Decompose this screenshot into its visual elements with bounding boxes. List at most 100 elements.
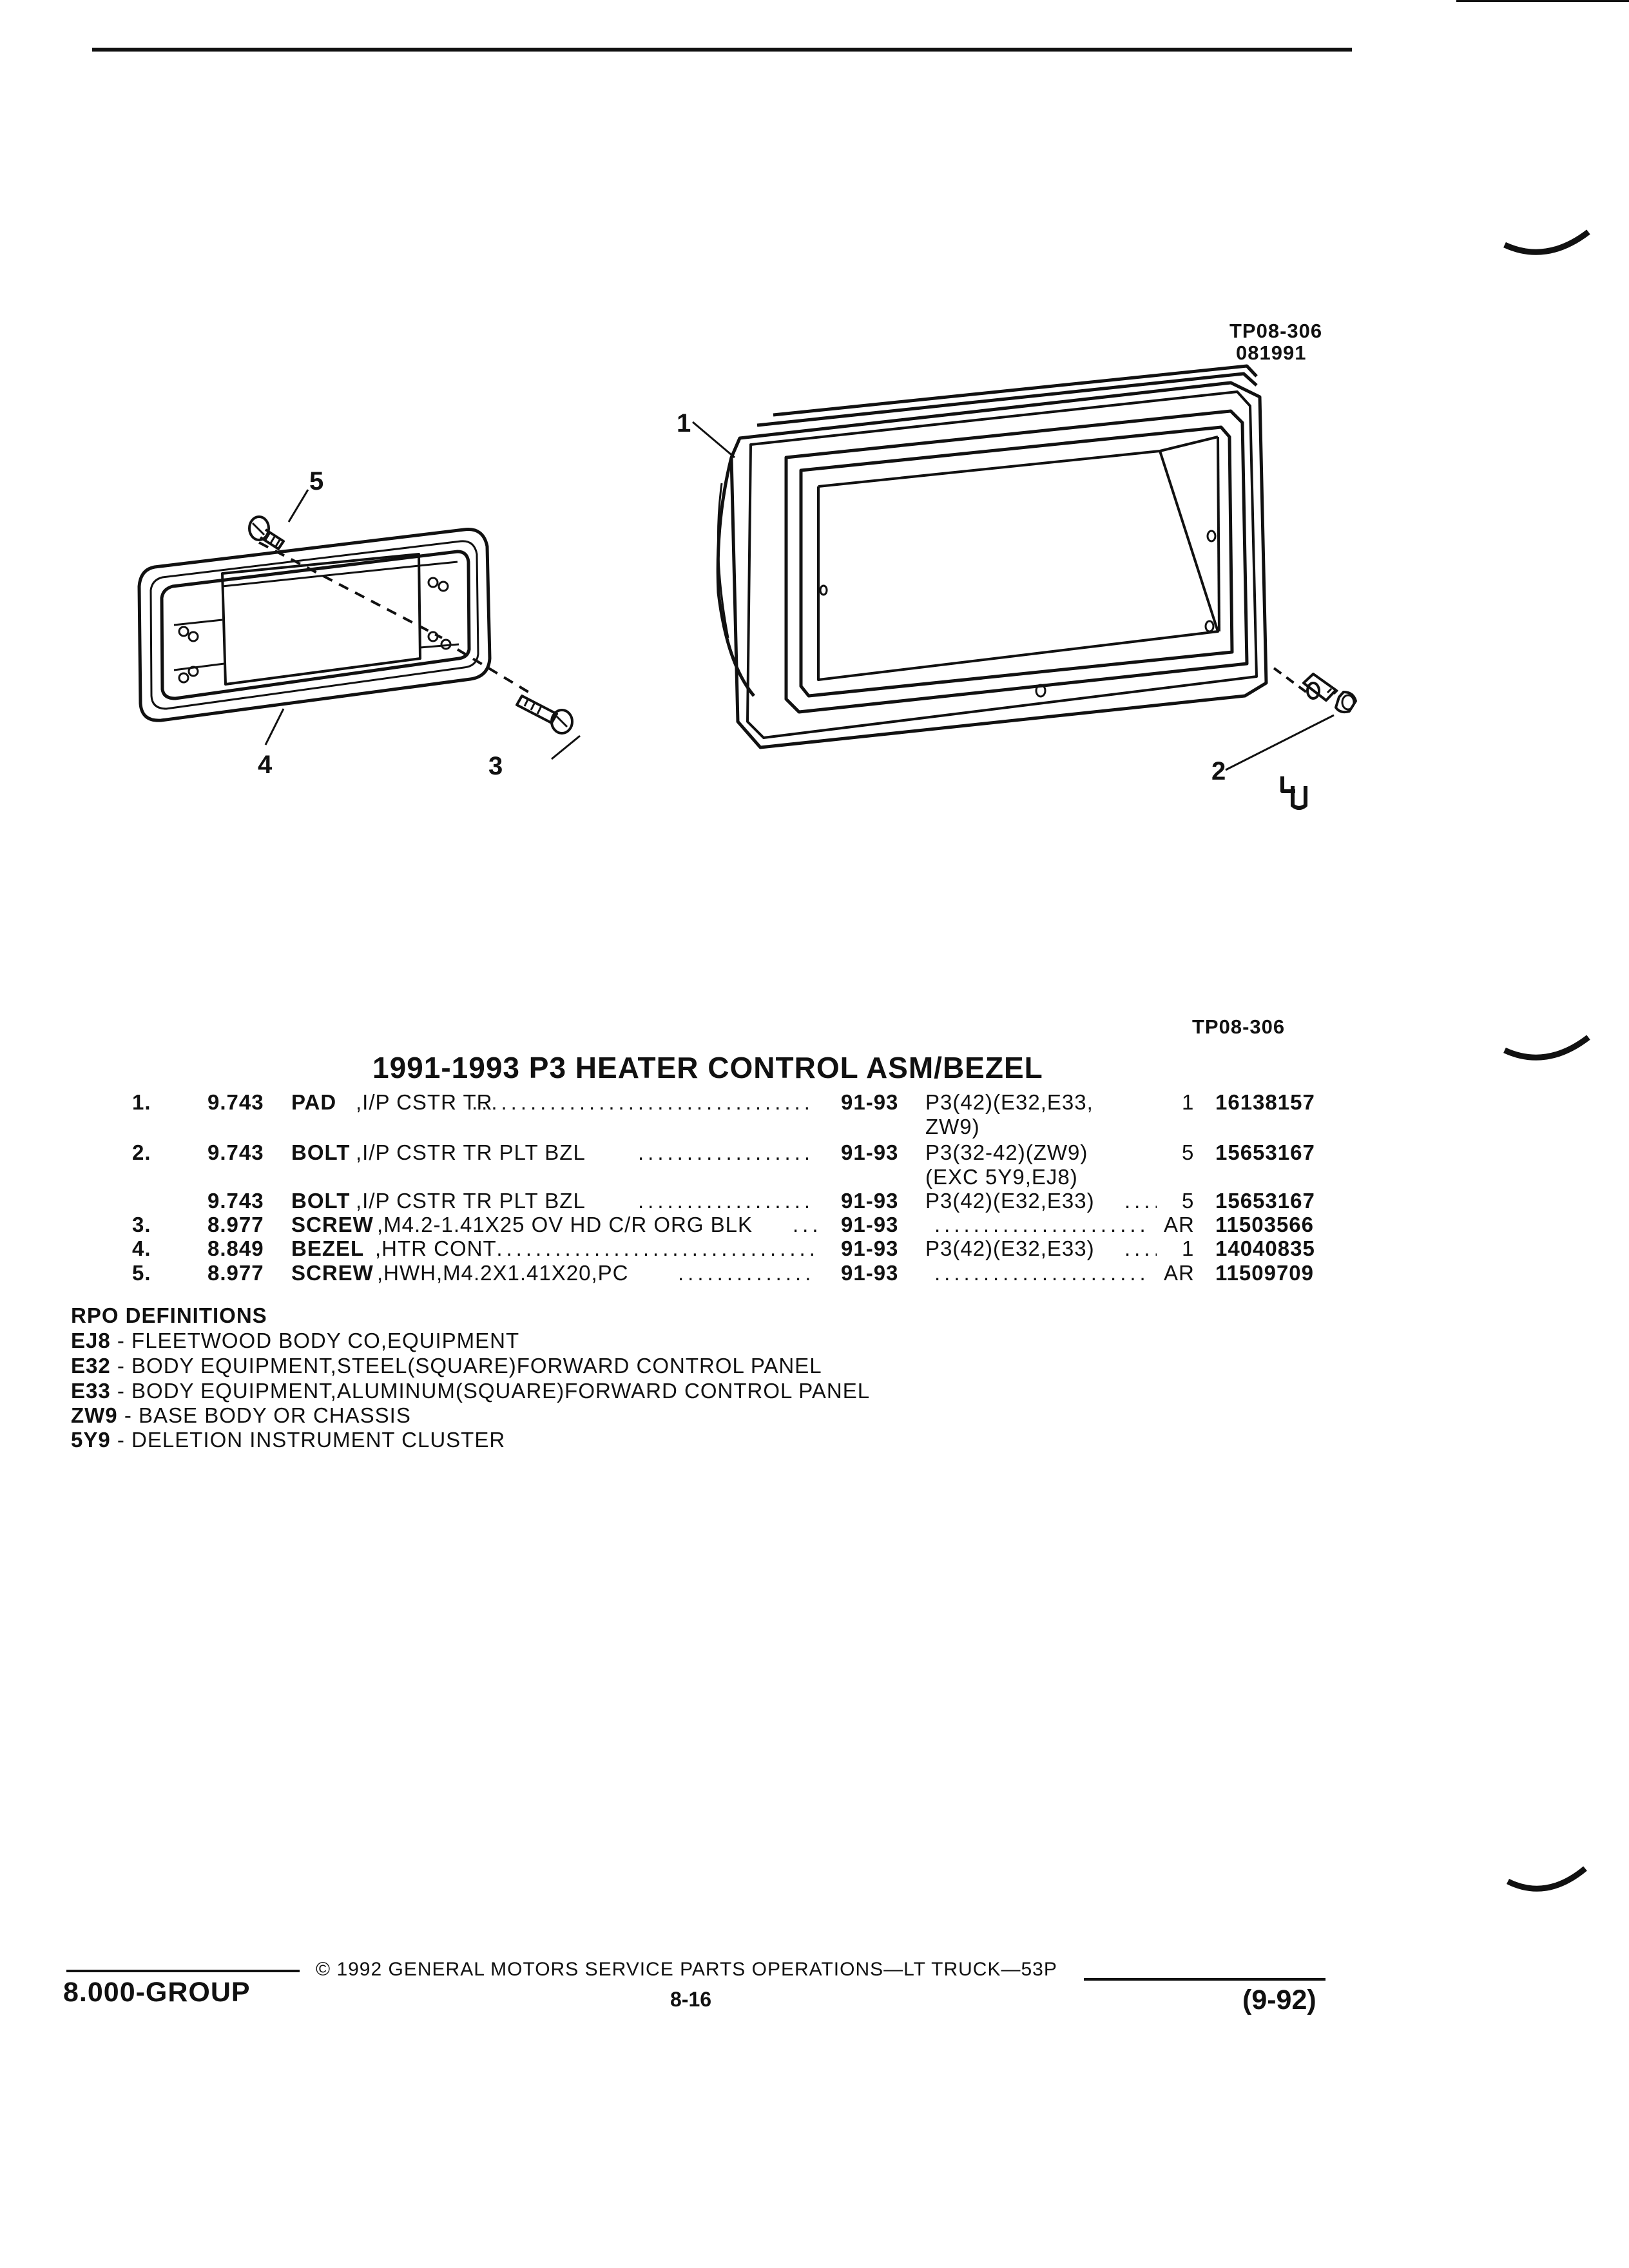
model-years: 91-93 [841, 1140, 899, 1164]
exploded-parts-diagram: 1 2 3 4 5 [137, 364, 1357, 810]
part-name: BOLT [291, 1140, 351, 1164]
footer-revision: (9-92) [1242, 1984, 1316, 2015]
table-row: 9.743 BOLT ,I/P CSTR TR PLT BZL ........… [0, 1189, 1629, 1215]
dot-leader: .................................... [934, 1213, 1147, 1236]
model-years: 91-93 [841, 1213, 899, 1236]
rpo-text: - FLEETWOOD BODY CO,EQUIPMENT [110, 1329, 520, 1352]
part-name: BOLT [291, 1189, 351, 1213]
rpo-code: 5Y9 [71, 1428, 111, 1452]
dot-leader: .... [793, 1213, 818, 1236]
part-number: 15653167 [1215, 1140, 1315, 1164]
rpo-text: - BASE BODY OR CHASSIS [117, 1403, 411, 1427]
callout-1: 1 [677, 409, 691, 437]
part-number: 16138157 [1215, 1090, 1315, 1114]
part-number: 14040835 [1215, 1236, 1315, 1260]
screw-part-3 [456, 648, 574, 735]
section-title: 1991-1993 P3 HEATER CONTROL ASM/BEZEL [372, 1051, 1043, 1084]
page-corner-mark [1456, 0, 1629, 2]
part-number: 11503566 [1215, 1213, 1315, 1236]
item-number: 3. [132, 1213, 151, 1236]
part-description: ,HWH,M4.2X1.41X20,PC [377, 1261, 629, 1285]
part-description: ,HTR CONT [375, 1236, 497, 1260]
group-number: 8.977 [207, 1213, 264, 1236]
bolt-part [1273, 667, 1357, 714]
group-number: 9.743 [207, 1140, 264, 1164]
footer-rule-left [66, 1970, 300, 1972]
footer-copyright: © 1992 GENERAL MOTORS SERVICE PARTS OPER… [316, 1959, 1057, 1980]
quantity: AR [1164, 1213, 1195, 1236]
rpo-item: E33 - BODY EQUIPMENT,ALUMINUM(SQUARE)FOR… [71, 1379, 870, 1403]
rpo-item: E32 - BODY EQUIPMENT,STEEL(SQUARE)FORWAR… [71, 1354, 822, 1378]
model-years: 91-93 [841, 1261, 899, 1285]
group-number: 9.743 [207, 1189, 264, 1213]
rpo-code: EJ8 [71, 1329, 111, 1352]
usage-continued: ZW9) [925, 1115, 980, 1139]
table-row: 1. 9.743 PAD ,I/P CSTR TR ..............… [0, 1090, 1629, 1142]
rpo-code: ZW9 [71, 1403, 118, 1427]
rpo-text: - BODY EQUIPMENT,STEEL(SQUARE)FORWARD CO… [110, 1354, 822, 1378]
callout-2: 2 [1211, 757, 1226, 785]
usage: P3(42)(E32,E33, [925, 1090, 1094, 1114]
heater-control-pad [716, 364, 1268, 749]
margin-mark [1503, 1035, 1590, 1061]
quantity: 5 [1182, 1189, 1195, 1213]
footer-page-number: 8-16 [670, 1988, 712, 2011]
usage: P3(42)(E32,E33) [925, 1189, 1095, 1213]
item-number: 1. [132, 1090, 151, 1114]
footer-rule-right [1084, 1978, 1325, 1981]
group-number: 8.977 [207, 1261, 264, 1285]
model-years: 91-93 [841, 1090, 899, 1114]
dot-leader: ........................................… [472, 1090, 813, 1114]
figure-date: 081991 [1236, 341, 1307, 364]
rpo-item: ZW9 - BASE BODY OR CHASSIS [71, 1403, 411, 1428]
item-number: 2. [132, 1140, 151, 1164]
dot-leader: ........................................… [477, 1236, 815, 1260]
dot-leader: .............................. [638, 1189, 815, 1213]
dot-leader: ..... [1124, 1236, 1157, 1260]
callout-leaders [264, 421, 1335, 771]
dot-leader: ........................ [678, 1261, 816, 1285]
footer-group: 8.000-GROUP [63, 1977, 251, 2008]
part-description: ,M4.2-1.41X25 OV HD C/R ORG BLK [377, 1213, 753, 1236]
quantity: AR [1164, 1261, 1195, 1285]
part-description: ,I/P CSTR TR PLT BZL [356, 1189, 586, 1213]
model-years: 91-93 [841, 1236, 899, 1260]
part-description: ,I/P CSTR TR PLT BZL [356, 1140, 586, 1164]
item-number: 4. [132, 1236, 151, 1260]
heater-control-bezel [137, 528, 492, 722]
quantity: 1 [1182, 1236, 1195, 1260]
callout-3: 3 [488, 752, 503, 780]
rpo-heading: RPO DEFINITIONS [71, 1303, 267, 1327]
usage: P3(32-42)(ZW9) [925, 1140, 1088, 1164]
quantity: 1 [1182, 1090, 1195, 1114]
usage: P3(42)(E32,E33) [925, 1236, 1095, 1260]
figure-caption: TP08-306 [1192, 1015, 1286, 1038]
callout-5: 5 [309, 467, 323, 495]
margin-mark [1506, 1866, 1587, 1892]
part-name: BEZEL [291, 1236, 365, 1260]
part-name: PAD [291, 1090, 337, 1114]
dot-leader: ..... [1124, 1189, 1157, 1213]
screw-part-5 [248, 515, 443, 639]
part-name: SCREW [291, 1261, 374, 1285]
part-number: 15653167 [1215, 1189, 1315, 1213]
margin-marks [1503, 229, 1590, 1892]
rpo-text: - BODY EQUIPMENT,ALUMINUM(SQUARE)FORWARD… [110, 1379, 871, 1403]
item-number: 5. [132, 1261, 151, 1285]
dot-leader: .............................. [638, 1140, 815, 1164]
quantity: 5 [1182, 1140, 1195, 1164]
model-years: 91-93 [841, 1189, 899, 1213]
callout-4: 4 [258, 751, 273, 779]
gm-spo-logo [1280, 776, 1307, 810]
group-number: 9.743 [207, 1090, 264, 1114]
group-number: 8.849 [207, 1236, 264, 1260]
top-rule [92, 48, 1352, 52]
rpo-code: E32 [71, 1354, 111, 1378]
usage-continued: (EXC 5Y9,EJ8) [925, 1165, 1078, 1189]
part-number: 11509709 [1215, 1261, 1315, 1285]
table-row: 2. 9.743 BOLT ,I/P CSTR TR PLT BZL .....… [0, 1140, 1629, 1192]
rpo-text: - DELETION INSTRUMENT CLUSTER [110, 1428, 506, 1452]
margin-mark [1503, 229, 1590, 255]
rpo-code: E33 [71, 1379, 111, 1403]
rpo-item: EJ8 - FLEETWOOD BODY CO,EQUIPMENT [71, 1329, 519, 1353]
